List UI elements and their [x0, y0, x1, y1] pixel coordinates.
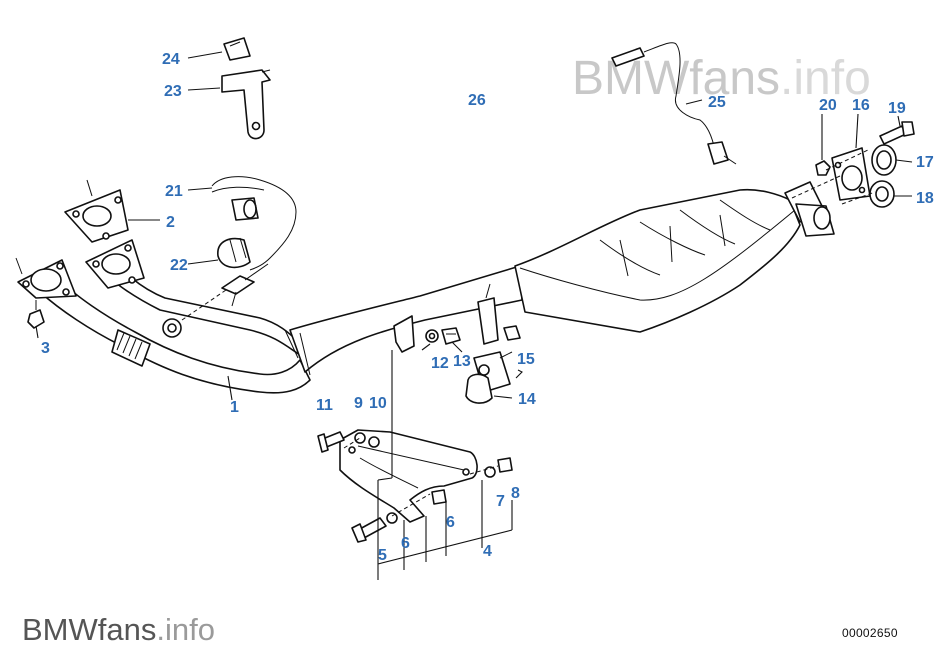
callout-17: 17 — [916, 154, 934, 171]
callout-21: 21 — [165, 183, 183, 200]
bracket-23 — [221, 69, 271, 140]
washers-7-8 — [484, 457, 513, 478]
callout-10: 10 — [369, 395, 387, 412]
gasket-17 — [871, 144, 897, 176]
callout-7: 7 — [496, 493, 505, 510]
manifold-flange-upper — [64, 179, 129, 243]
callout-14: 14 — [518, 391, 536, 408]
callout-9: 9 — [354, 395, 363, 412]
nut-13 — [441, 327, 461, 345]
washer-6a — [386, 512, 398, 524]
callout-4: 4 — [483, 543, 492, 560]
callout-2: 2 — [166, 214, 175, 231]
callout-20: 20 — [819, 97, 837, 114]
bolt-11 — [317, 431, 345, 453]
callout-13: 13 — [453, 353, 471, 370]
hanger-bracket — [393, 283, 499, 353]
callout-6b: 6 — [446, 514, 455, 531]
nut-20 — [815, 160, 831, 176]
callout-25: 25 — [708, 94, 726, 111]
callout-19: 19 — [888, 100, 906, 117]
callout-1: 1 — [230, 399, 239, 416]
diagram-number: 00002650 — [842, 626, 898, 640]
bolt-5 — [351, 517, 387, 543]
callout-26: 26 — [468, 92, 486, 109]
callout-5: 5 — [378, 547, 387, 564]
nut-15 — [503, 325, 521, 341]
callout-labels: 1 2 3 4 5 6 6 7 8 9 10 11 12 13 14 15 16… — [41, 51, 934, 564]
footer-brand-suffix: .info — [156, 612, 215, 647]
callout-6a: 6 — [401, 535, 410, 552]
manifold-flange-lower — [15, 257, 77, 299]
footer-brand: BMWfans — [22, 612, 157, 647]
callout-22: 22 — [170, 257, 188, 274]
sensor-plug — [221, 263, 269, 307]
washer-9-10 — [354, 432, 380, 448]
callout-18: 18 — [916, 190, 934, 207]
washer-6b — [431, 489, 447, 505]
callout-8: 8 — [511, 485, 520, 502]
bolt-19 — [879, 121, 915, 145]
sensor-lead-21 — [211, 176, 297, 271]
callout-24: 24 — [162, 51, 180, 68]
callout-15: 15 — [517, 351, 535, 368]
callout-16: 16 — [852, 97, 870, 114]
gasket-18 — [869, 180, 895, 208]
clip-24 — [223, 37, 251, 61]
mounting-plate-4 — [339, 429, 478, 523]
footer-brand-logo: BMWfans.info — [22, 612, 215, 648]
sensor-clip-22 — [217, 237, 251, 269]
manifold-flange-mid — [85, 239, 145, 289]
callout-12: 12 — [431, 355, 449, 372]
callout-3: 3 — [41, 340, 50, 357]
catalytic-converter — [514, 181, 835, 333]
leader-lines — [35, 51, 913, 401]
oxygen-sensor-25 — [611, 42, 737, 165]
callout-11: 11 — [316, 397, 333, 414]
callout-23: 23 — [164, 83, 182, 100]
rubber-mount-14 — [465, 351, 513, 404]
washer-12 — [425, 329, 439, 343]
nut-3 — [27, 300, 45, 329]
rear-flange-16 — [831, 147, 871, 201]
